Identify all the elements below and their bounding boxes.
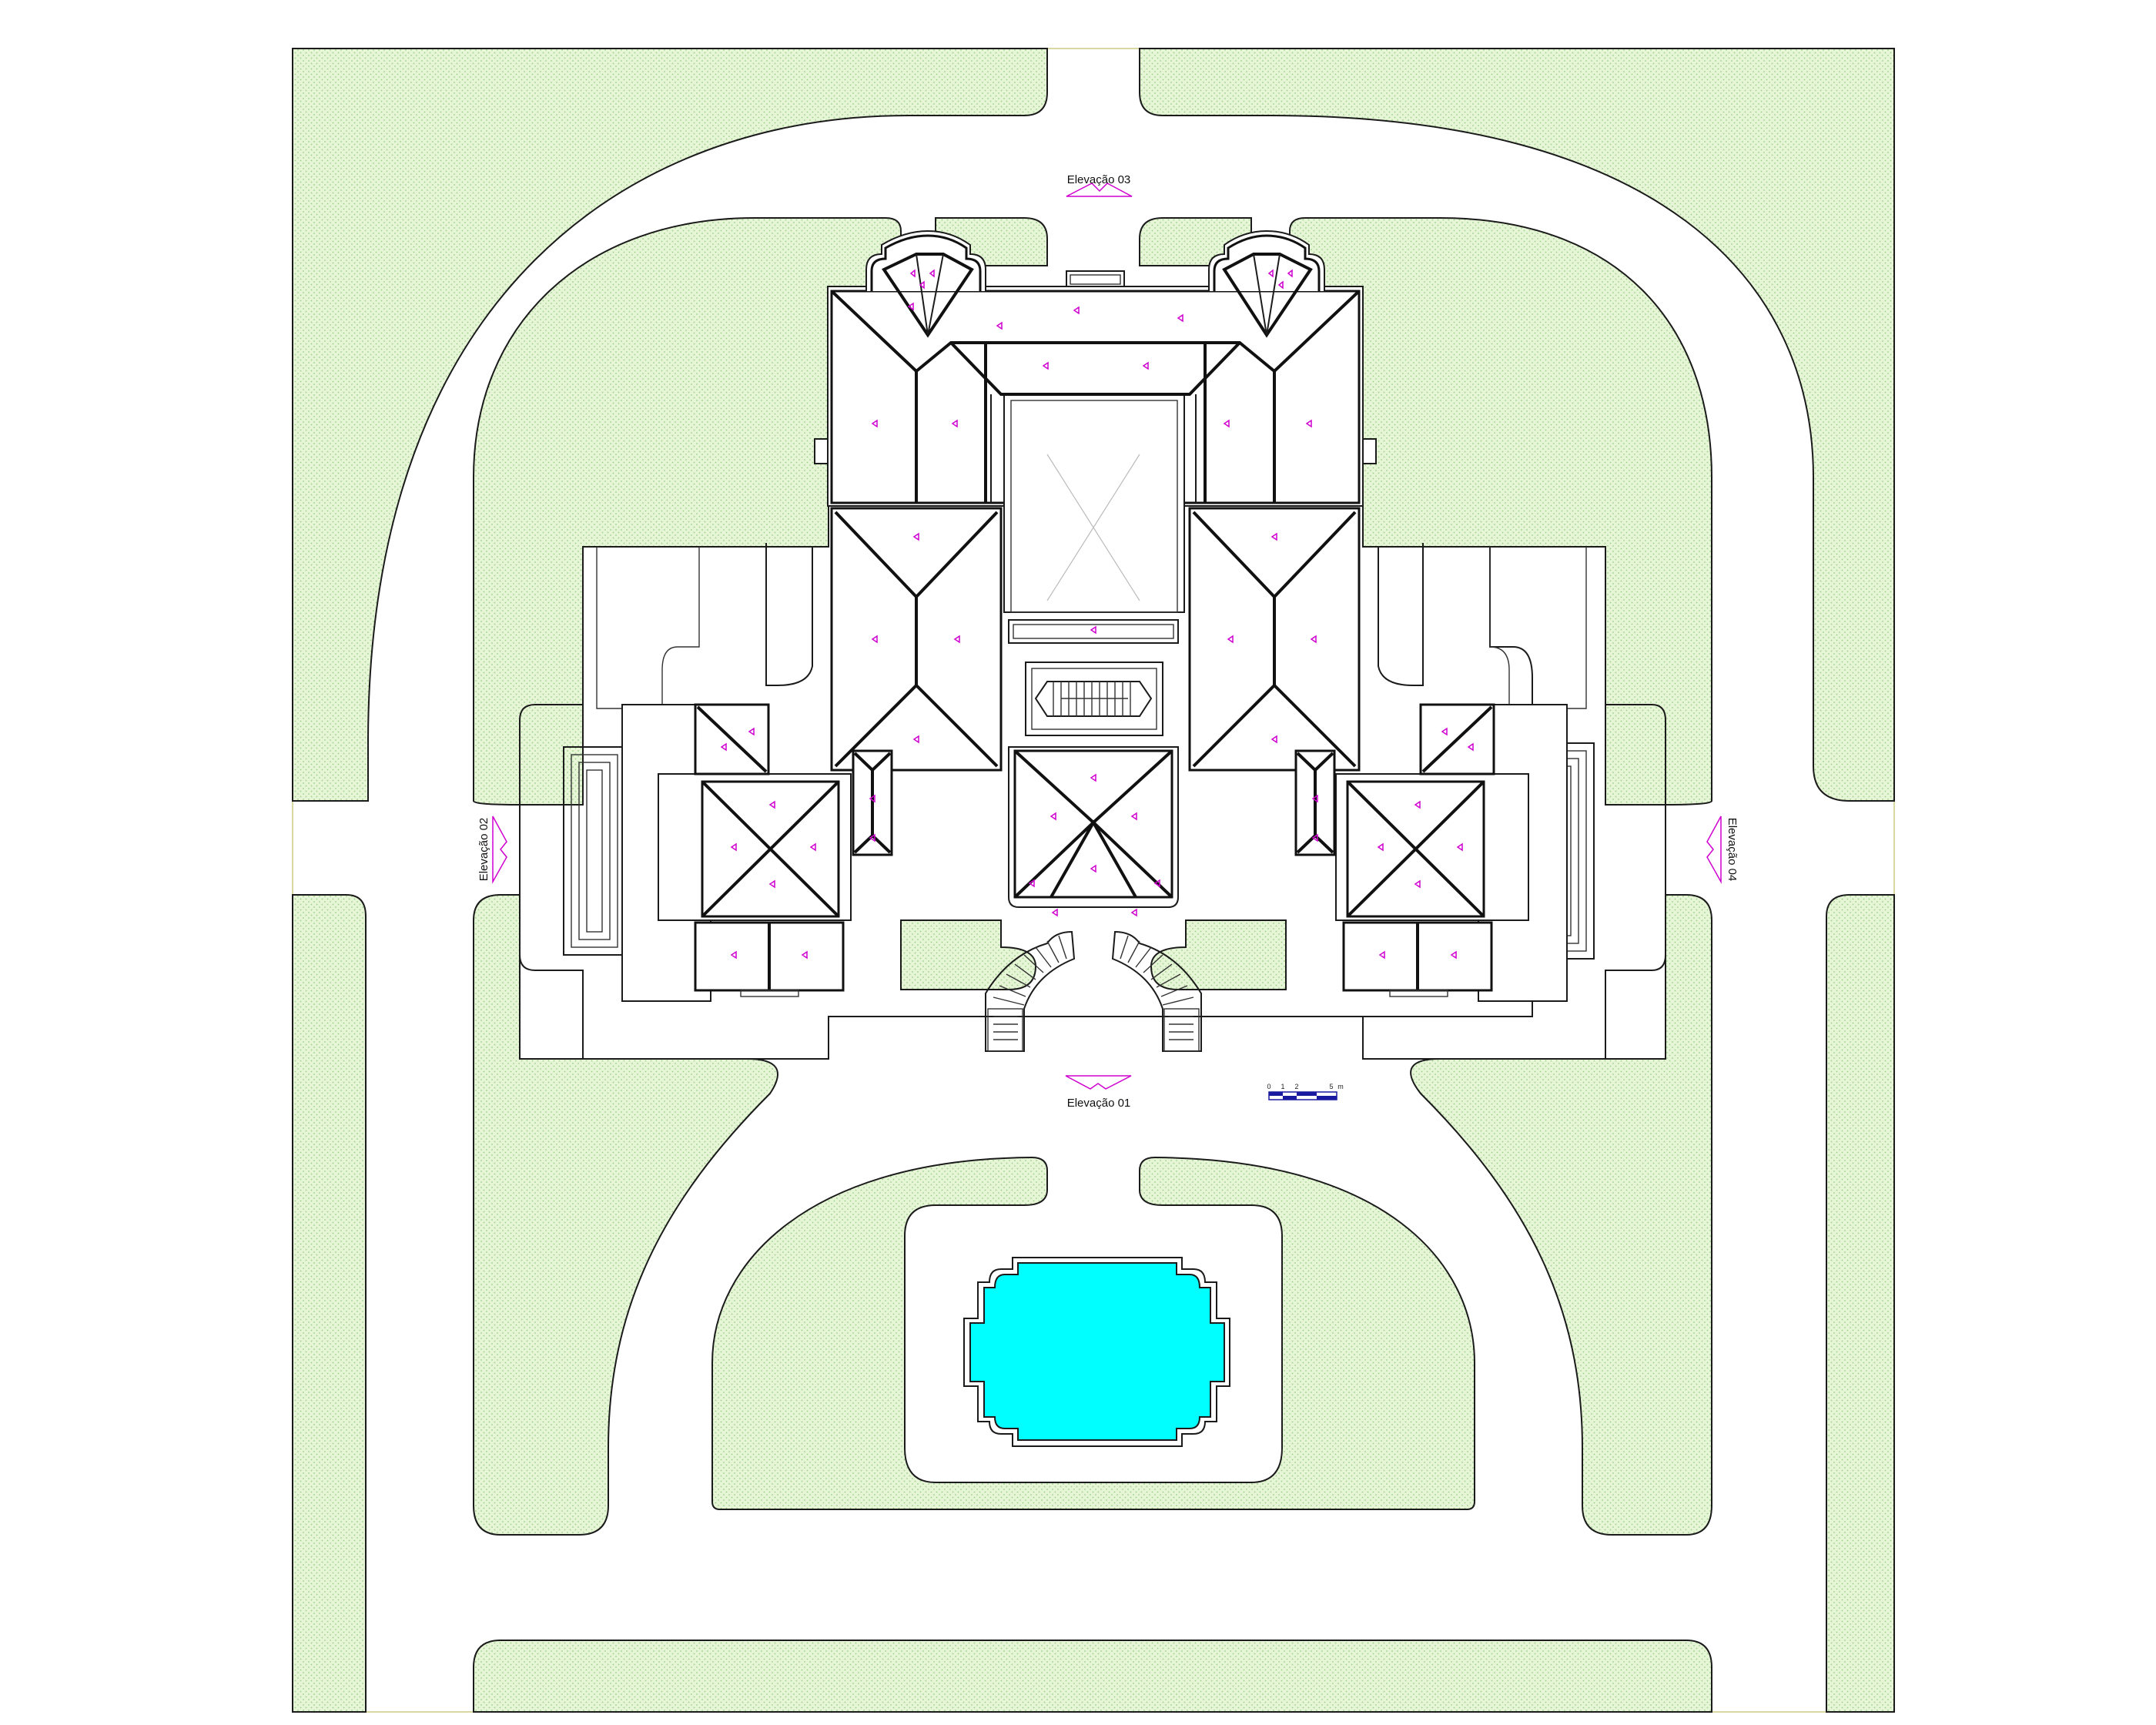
elevation-03-label: Elevação 03 <box>1067 173 1131 186</box>
scale-tick-5: 5 <box>1329 1083 1333 1090</box>
terrace-curve-right <box>1378 543 1424 686</box>
elevation-04-label: Elevação 04 <box>1726 818 1739 882</box>
building <box>519 229 1666 1060</box>
scale-bar: 0 1 2 5 m <box>1267 1083 1344 1100</box>
elevation-marker-02: Elevação 02 <box>477 816 507 884</box>
lawn-bottom-strip <box>473 1640 1712 1713</box>
turret-right <box>1208 229 1325 338</box>
side-bay-left <box>814 438 829 464</box>
pool-water <box>969 1262 1225 1441</box>
lawn-right-bottom <box>1826 894 1895 1713</box>
lawn-center-lower <box>711 1156 1475 1510</box>
lawns <box>292 48 1895 1713</box>
entrance-stairs <box>985 930 1202 1052</box>
scale-tick-1: 1 <box>1281 1083 1284 1090</box>
elevation-marker-03: Elevação 03 <box>1066 173 1133 197</box>
scale-tick-2: 2 <box>1294 1083 1298 1090</box>
terrace-curve-left <box>765 543 813 686</box>
lawn-top-right <box>1139 48 1895 802</box>
elevation-marker-01: Elevação 01 <box>1065 1075 1132 1110</box>
terrace-outline <box>519 546 1666 1060</box>
courtyard-skylight <box>1046 454 1140 601</box>
side-bay-right <box>1362 438 1377 464</box>
lawn-top-left <box>292 48 1048 802</box>
elevation-01-label: Elevação 01 <box>1067 1097 1131 1110</box>
swimming-pool <box>963 1257 1230 1447</box>
slope-markers <box>720 269 1474 960</box>
courtyard <box>1003 394 1185 613</box>
roof-ridges-top <box>830 290 1361 503</box>
lawn-inner-left <box>473 217 902 806</box>
scale-tick-0: 0 <box>1267 1083 1270 1090</box>
terrace-inner-right <box>1489 547 1587 709</box>
lawn-left-bottom <box>292 894 367 1713</box>
elevation-02-label: Elevação 02 <box>477 818 490 882</box>
elevation-marker-04: Elevação 04 <box>1706 816 1739 884</box>
scale-unit: m <box>1337 1083 1344 1090</box>
turret-left <box>865 229 986 338</box>
